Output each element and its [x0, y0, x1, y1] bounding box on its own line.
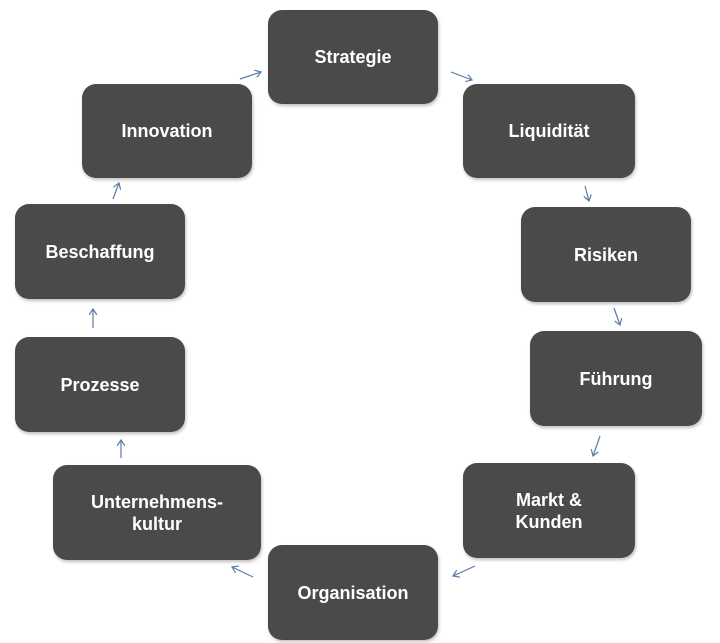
- node-label: Strategie: [314, 47, 392, 67]
- node-organisation: Organisation: [268, 545, 438, 640]
- node-risiken: Risiken: [521, 207, 691, 302]
- node-fuehrung: Führung: [530, 331, 702, 426]
- node-beschaffung: Beschaffung: [15, 204, 185, 299]
- node-prozesse: Prozesse: [15, 337, 185, 432]
- node-label: Innovation: [121, 121, 213, 141]
- arrow-strategie-to-liquiditaet: [450, 71, 472, 80]
- node-label: Beschaffung: [45, 241, 155, 262]
- node-strategie: Strategie: [268, 10, 438, 104]
- node-label: Unternehmens- kultur: [90, 491, 224, 534]
- arrow-organisation-to-kultur: [232, 567, 254, 578]
- arrow-beschaffung-to-innovation: [112, 183, 119, 200]
- node-label: Organisation: [297, 582, 409, 603]
- arrow-markt-to-organisation: [453, 565, 476, 576]
- node-label: Liquidität: [508, 121, 590, 141]
- arrow-fuehrung-to-markt: [593, 435, 601, 456]
- node-label: Prozesse: [60, 374, 140, 395]
- node-markt-kunden: Markt & Kunden: [463, 463, 635, 558]
- arrow-risiken-to-fuehrung: [613, 307, 620, 325]
- node-unternehmenskultur: Unternehmens- kultur: [53, 465, 261, 560]
- node-label: Markt & Kunden: [515, 489, 583, 532]
- node-label: Risiken: [573, 244, 639, 265]
- arrow-liquiditaet-to-risiken: [585, 185, 589, 201]
- arrow-innovation-to-strategie: [239, 72, 261, 80]
- node-innovation: Innovation: [82, 84, 252, 178]
- node-label: Führung: [579, 368, 653, 389]
- node-liquiditaet: Liquidität: [463, 84, 635, 178]
